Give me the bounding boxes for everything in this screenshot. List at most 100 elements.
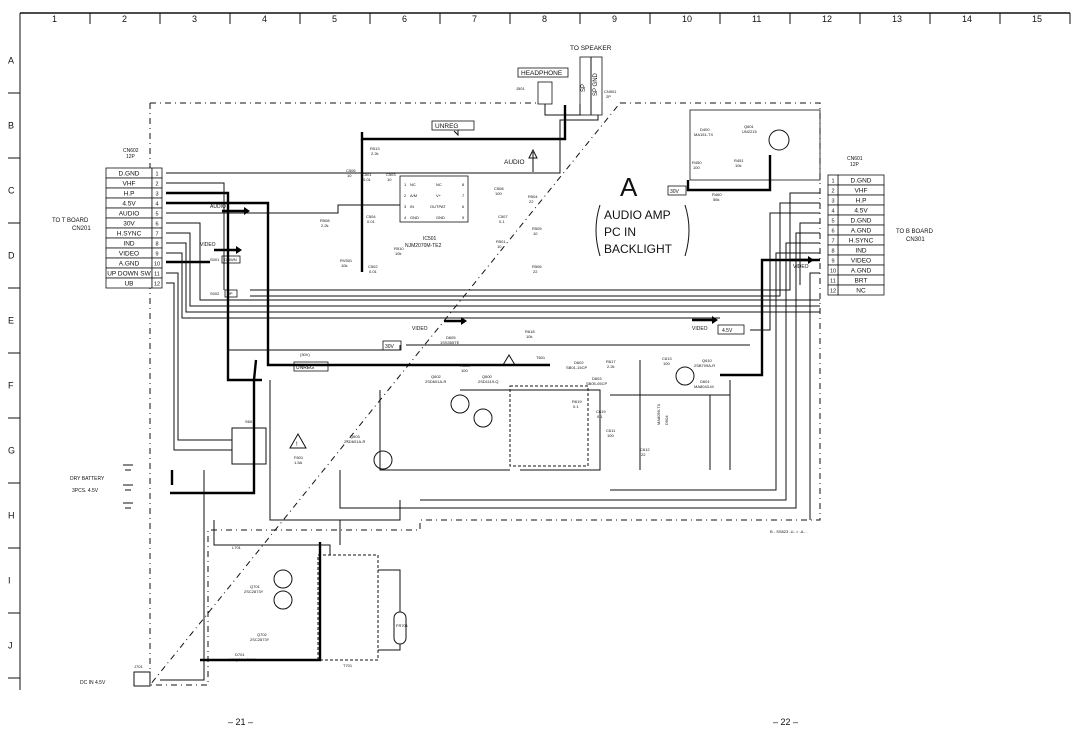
connector-pin-label: H.SYNC — [117, 231, 142, 238]
d603-ref: D603 — [592, 376, 602, 381]
board-function-3: BACKLIGHT — [604, 242, 673, 256]
ic501-body — [399, 175, 469, 223]
q702-ref: Q702 — [257, 632, 268, 637]
d603-part: SB05-05CP — [586, 381, 607, 386]
v45-box — [717, 324, 745, 335]
connector-pin-number: 1 — [831, 179, 834, 185]
component-value: 10 — [347, 173, 352, 178]
connector-pin-number: 2 — [155, 182, 158, 188]
component-value: 0.1 — [499, 219, 505, 224]
connector-pin-number: 8 — [155, 242, 158, 248]
l701-ref: L701 — [232, 545, 242, 550]
component-ref: R508 — [320, 218, 330, 223]
d602-part: SB01-15CP — [566, 365, 587, 370]
up-label: UP — [227, 291, 233, 296]
q702-part: 2SC2873Y — [250, 637, 270, 642]
q602-part: 2SD601A-R — [425, 379, 446, 384]
grid-column-label: 12 — [822, 14, 832, 24]
component-ref: RV501 — [340, 258, 353, 263]
svg-text:NC: NC — [436, 182, 442, 187]
component-ref: C507 — [498, 214, 508, 219]
component-ref: R506 — [532, 264, 542, 269]
component-ref: R617 — [606, 359, 616, 364]
connector-pin-number: 5 — [155, 212, 158, 218]
connector-pin-label: 30V — [123, 221, 135, 228]
svg-text:4: 4 — [404, 215, 407, 220]
connector-pin-number: 10 — [830, 269, 836, 275]
svg-text:A/M: A/M — [410, 193, 417, 198]
grid-column-label: 8 — [542, 14, 547, 24]
grid-row-label: H — [8, 511, 15, 521]
page-number-right: – 22 – — [773, 717, 798, 727]
audio-left-label: AUDIO — [210, 204, 226, 210]
connector-pin-label: D.GND — [119, 171, 140, 178]
grid-row-label: A — [8, 56, 14, 66]
component-value: 100 — [461, 368, 468, 373]
q610-part: 2SB709A-R — [694, 363, 715, 368]
connector-pin-label: BRT — [855, 278, 868, 285]
svg-text:1: 1 — [404, 182, 407, 187]
component-ref: R619 — [572, 399, 582, 404]
connector-pin-number: 2 — [831, 189, 834, 195]
fr701-ref: FR701 — [396, 623, 409, 628]
unreg-mid-label: UNREG — [296, 365, 314, 371]
component-value: 22 — [529, 199, 534, 204]
connector-pin-label: VIDEO — [119, 251, 139, 258]
connector-pin-number: 8 — [831, 249, 834, 255]
svg-text:3: 3 — [404, 204, 407, 209]
connector-pin-number: 7 — [155, 232, 158, 238]
connector-pin-number: 9 — [155, 252, 158, 258]
component-ref: C501 — [362, 172, 372, 177]
board-function-1: AUDIO AMP — [604, 208, 671, 222]
d604-ref: D604 — [664, 415, 669, 425]
battery-label: DRY BATTERY — [70, 476, 105, 482]
component-value: 10 — [497, 244, 502, 249]
cn501-ref: CN501 — [604, 89, 617, 94]
video-mid-label: VIDEO — [412, 326, 428, 332]
grid-row-label: B — [8, 121, 14, 131]
component-ref: R513 — [370, 146, 380, 151]
v30-paren-label: (30V) — [300, 352, 310, 357]
to-b-board-label: TO B BOARD — [896, 229, 934, 235]
svg-text:NC: NC — [410, 182, 416, 187]
unreg-label: UNREG — [435, 123, 458, 130]
connector-pin-label: A.GND — [119, 261, 140, 268]
component-value: 22 — [641, 452, 646, 457]
svg-text:GND: GND — [410, 215, 419, 220]
d601-part: MA8043-M — [694, 384, 714, 389]
grid-row-label: I — [8, 576, 11, 586]
component-value: 100 — [607, 433, 614, 438]
v30-right-label: 30V — [670, 189, 680, 195]
connector-pin-number: 4 — [831, 209, 834, 215]
connector-pin-label: D.GND — [851, 218, 872, 225]
component-value: 100 — [663, 361, 670, 366]
component-ref: R510 — [394, 246, 404, 251]
to-t-board-label: TO T BOARD — [52, 218, 89, 224]
svg-text:7: 7 — [462, 193, 465, 198]
audio-top-label: AUDIO — [504, 159, 525, 166]
connector-pin-label: D.GND — [851, 178, 872, 185]
grid-column-label: 3 — [192, 14, 197, 24]
j701-ref: J701 — [134, 664, 143, 669]
grid-column-label: 9 — [612, 14, 617, 24]
component-ref: C508 — [494, 186, 504, 191]
board-function-2: PC IN — [604, 225, 636, 239]
d605-ref: D605 — [446, 335, 456, 340]
grid-column-label: 6 — [402, 14, 407, 24]
headphone-label: HEADPHONE — [521, 70, 563, 77]
to-t-board-cn: CN201 — [72, 226, 91, 232]
component-value: 0.01 — [367, 219, 376, 224]
unreg-box-mid — [293, 361, 329, 372]
connector-pin-label: 4.5V — [854, 208, 868, 215]
dc-jack — [133, 671, 151, 687]
page-number-left: – 21 – — [228, 717, 253, 727]
warning-icon — [289, 432, 307, 449]
component-value: 2.2k — [607, 364, 615, 369]
component-value: 2.2k — [371, 151, 379, 156]
t701-box — [317, 554, 379, 661]
connector-pin-number: 12 — [830, 289, 836, 295]
connector-pin-label: A.GND — [851, 228, 872, 235]
